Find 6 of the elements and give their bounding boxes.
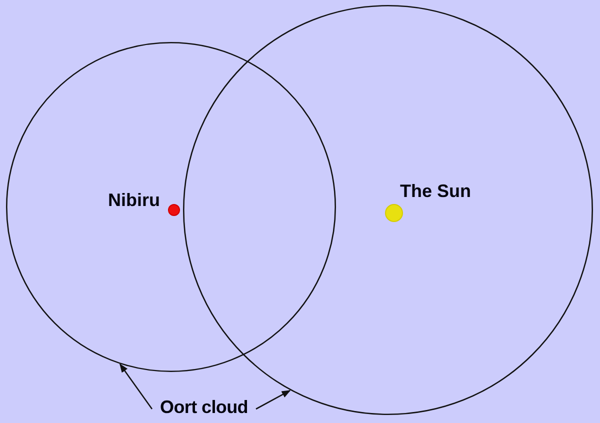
callout-text: Oort cloud xyxy=(160,397,248,417)
leader-arrow xyxy=(256,390,291,410)
planet-label: Nibiru xyxy=(108,190,160,210)
leader-arrow xyxy=(120,363,153,410)
star-label: The Sun xyxy=(400,181,471,201)
boundary-circle xyxy=(6,42,336,372)
